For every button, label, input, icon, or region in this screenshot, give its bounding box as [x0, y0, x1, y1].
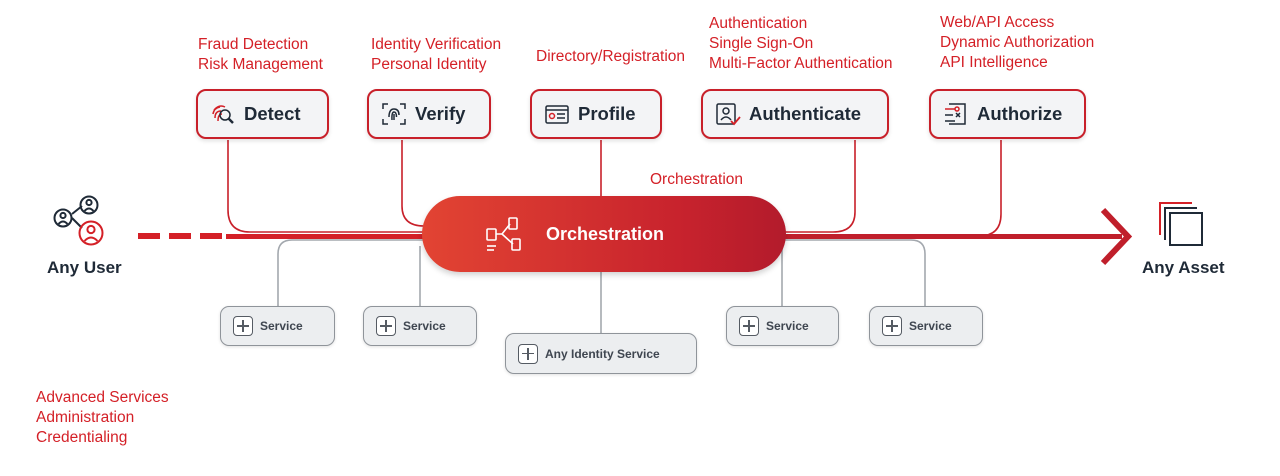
- workflow-icon: [486, 217, 521, 251]
- verify-connector: [401, 140, 425, 227]
- service-label: Service: [403, 319, 446, 333]
- detect-card[interactable]: Detect: [196, 89, 329, 139]
- main-flow-line: [138, 207, 1133, 266]
- plus-icon: [233, 316, 253, 336]
- profile-card-icon: [545, 105, 569, 124]
- detect-label: Detect: [244, 103, 301, 124]
- authenticate-caption: Authentication Single Sign-On Multi-Fact…: [709, 15, 893, 72]
- any-asset-label: Any Asset: [1142, 258, 1225, 277]
- authenticate-label: Authenticate: [749, 103, 862, 124]
- user-network-icon: [53, 195, 104, 246]
- fingerprint-search-icon: [212, 105, 234, 124]
- bottom-left-caption: Advanced Services Administration Credent…: [36, 389, 169, 446]
- orchestration-label: Orchestration: [546, 223, 665, 244]
- arrow-head-icon: [1100, 207, 1133, 266]
- detect-connector: [227, 140, 426, 233]
- service-box[interactable]: Service: [220, 306, 335, 346]
- verify-card[interactable]: Verify: [367, 89, 491, 139]
- service-label: Service: [260, 319, 303, 333]
- any-user-label: Any User: [47, 258, 122, 277]
- authorize-label: Authorize: [977, 103, 1063, 124]
- plus-icon: [518, 343, 538, 364]
- user-check-icon: [716, 103, 741, 126]
- profile-caption: Directory/Registration: [536, 48, 686, 65]
- service-box[interactable]: Service: [869, 306, 983, 346]
- authenticate-card[interactable]: Authenticate: [701, 89, 889, 139]
- orchestration-caption: Orchestration: [650, 171, 744, 188]
- plus-icon: [376, 316, 396, 336]
- service-box[interactable]: Service: [726, 306, 839, 346]
- service-label: Service: [909, 319, 952, 333]
- orchestration-hub[interactable]: Orchestration: [422, 196, 786, 272]
- authorize-caption: Web/API Access Dynamic Authorization API…: [940, 14, 1095, 71]
- service-box[interactable]: Service: [363, 306, 477, 346]
- plus-icon: [739, 316, 759, 336]
- profile-label: Profile: [578, 103, 636, 124]
- service-connector: [780, 239, 926, 306]
- profile-card[interactable]: Profile: [530, 89, 662, 139]
- verify-label: Verify: [415, 103, 466, 124]
- detect-caption: Fraud Detection Risk Management: [198, 36, 323, 73]
- verify-caption: Identity Verification Personal Identity: [371, 36, 502, 73]
- authorize-list-icon: [945, 103, 966, 125]
- authorize-card[interactable]: Authorize: [929, 89, 1086, 139]
- authenticate-connector: [784, 140, 856, 233]
- service-connector: [277, 239, 430, 306]
- authorize-connector: [786, 140, 1002, 237]
- service-label: Service: [766, 319, 809, 333]
- service-label: Any Identity Service: [545, 346, 660, 361]
- fingerprint-icon: [382, 103, 406, 125]
- any-identity-service-box[interactable]: Any Identity Service: [505, 333, 697, 374]
- asset-stack-icon: [1159, 202, 1203, 246]
- plus-icon: [882, 316, 902, 336]
